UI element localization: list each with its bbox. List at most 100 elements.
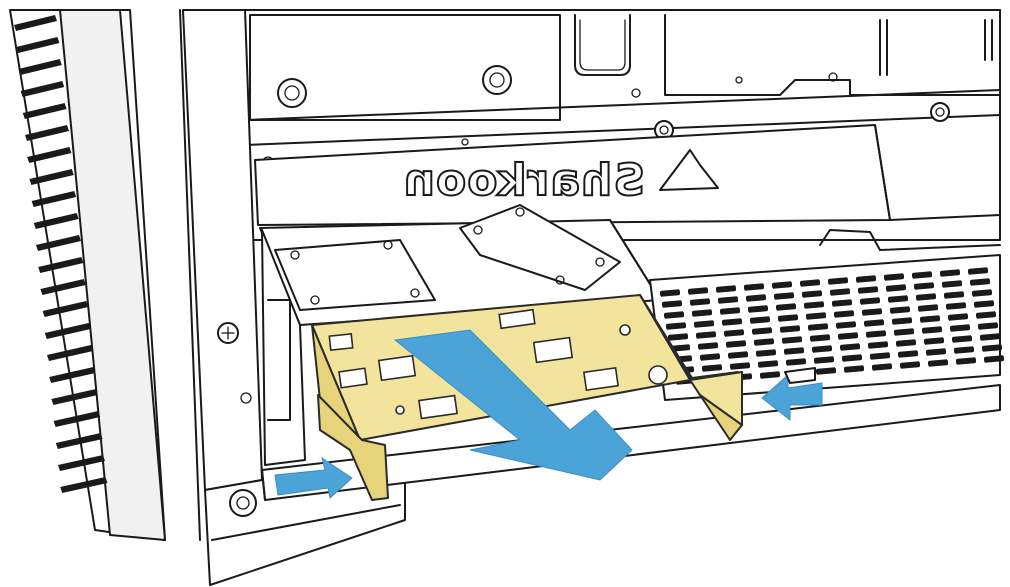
brand-logo: Sharkoon bbox=[403, 155, 645, 206]
vent-slat bbox=[14, 15, 57, 31]
mesh-hole bbox=[751, 327, 773, 335]
dust-filter bbox=[649, 229, 1005, 401]
vent-slat bbox=[16, 37, 60, 53]
mesh-hole bbox=[893, 328, 915, 336]
arrow-right-icon bbox=[274, 456, 353, 499]
mesh-hole bbox=[911, 271, 933, 279]
mesh-hole bbox=[841, 354, 863, 362]
psu-shroud: Sharkoon bbox=[254, 124, 1001, 226]
mesh-hole bbox=[809, 334, 831, 342]
mesh-hole bbox=[955, 357, 977, 365]
mesh-hole bbox=[773, 292, 795, 300]
vent-slat bbox=[42, 301, 89, 317]
mesh-hole bbox=[979, 333, 1001, 341]
mesh-hole bbox=[801, 290, 823, 298]
vent-slat bbox=[27, 147, 72, 163]
mesh-hole bbox=[807, 323, 829, 331]
mesh-hole bbox=[897, 350, 919, 358]
mesh-hole bbox=[869, 352, 891, 360]
shark-logo-icon bbox=[659, 149, 719, 191]
mesh-hole bbox=[755, 349, 777, 357]
mesh-hole bbox=[775, 303, 797, 311]
vent-slat bbox=[20, 81, 65, 97]
mesh-hole bbox=[925, 348, 947, 356]
vent-slat bbox=[18, 59, 62, 75]
mesh-hole bbox=[941, 280, 963, 288]
mesh-hole bbox=[743, 283, 765, 291]
mesh-hole bbox=[745, 294, 767, 302]
mesh-hole bbox=[921, 326, 943, 334]
mesh-hole bbox=[913, 282, 935, 290]
mesh-hole bbox=[975, 311, 997, 319]
mesh-hole bbox=[927, 359, 949, 367]
mesh-hole bbox=[667, 333, 689, 341]
screw-icon bbox=[482, 65, 512, 95]
vent-slat bbox=[31, 191, 77, 207]
mesh-hole bbox=[697, 342, 719, 350]
mesh-hole bbox=[659, 289, 681, 297]
mesh-hole bbox=[837, 332, 859, 340]
vent-slat bbox=[38, 257, 84, 273]
front-panel bbox=[9, 9, 263, 541]
vent-slat bbox=[60, 477, 108, 493]
mesh-hole bbox=[771, 281, 793, 289]
mesh-hole bbox=[835, 321, 857, 329]
mesh-hole bbox=[693, 320, 715, 328]
drive-cage bbox=[259, 204, 661, 466]
mesh-hole bbox=[951, 335, 973, 343]
screw-icon bbox=[217, 322, 239, 344]
mesh-hole bbox=[889, 306, 911, 314]
arrow-left-icon bbox=[761, 373, 823, 422]
mesh-hole bbox=[687, 287, 709, 295]
vent-slat bbox=[47, 345, 93, 361]
mesh-hole bbox=[967, 267, 989, 275]
mesh-hole bbox=[857, 286, 879, 294]
mesh-hole bbox=[949, 324, 971, 332]
vent-slat bbox=[22, 103, 67, 119]
tray-latch bbox=[784, 367, 816, 384]
vent-slat bbox=[40, 279, 86, 295]
mesh-hole bbox=[695, 331, 717, 339]
mesh-hole bbox=[833, 310, 855, 318]
mesh-hole bbox=[867, 341, 889, 349]
mesh-hole bbox=[803, 301, 825, 309]
mesh-hole bbox=[839, 343, 861, 351]
mesh-hole bbox=[855, 275, 877, 283]
mesh-hole bbox=[971, 289, 993, 297]
vent-slat bbox=[53, 411, 101, 427]
vent-slat bbox=[29, 169, 74, 185]
mesh-hole bbox=[831, 299, 853, 307]
mesh-hole bbox=[973, 300, 995, 308]
mesh-hole bbox=[665, 322, 687, 330]
mesh-hole bbox=[981, 344, 1003, 352]
vent-slat bbox=[44, 323, 91, 339]
mesh-hole bbox=[813, 356, 835, 364]
mesh-hole bbox=[915, 293, 937, 301]
screw-icon bbox=[277, 78, 307, 108]
mesh-hole bbox=[899, 361, 921, 369]
mesh-hole bbox=[723, 329, 745, 337]
mesh-hole bbox=[663, 311, 685, 319]
mesh-hole bbox=[777, 314, 799, 322]
bottom-rail bbox=[261, 384, 1001, 501]
mesh-hole bbox=[829, 288, 851, 296]
mesh-hole bbox=[753, 338, 775, 346]
mesh-hole bbox=[827, 277, 849, 285]
mesh-hole bbox=[783, 347, 805, 355]
arrow-pull-icon bbox=[393, 329, 633, 481]
mesh-hole bbox=[969, 278, 991, 286]
mesh-hole bbox=[859, 297, 881, 305]
screw-icon bbox=[930, 102, 950, 122]
mesh-hole bbox=[715, 285, 737, 293]
mesh-hole bbox=[749, 316, 771, 324]
vent-slat bbox=[36, 235, 81, 251]
mesh-hole bbox=[919, 315, 941, 323]
vent-slat bbox=[33, 213, 79, 229]
mesh-hole bbox=[805, 312, 827, 320]
mesh-hole bbox=[843, 365, 865, 373]
vent-slat bbox=[25, 125, 69, 141]
mesh-hole bbox=[779, 325, 801, 333]
mesh-hole bbox=[815, 367, 837, 375]
